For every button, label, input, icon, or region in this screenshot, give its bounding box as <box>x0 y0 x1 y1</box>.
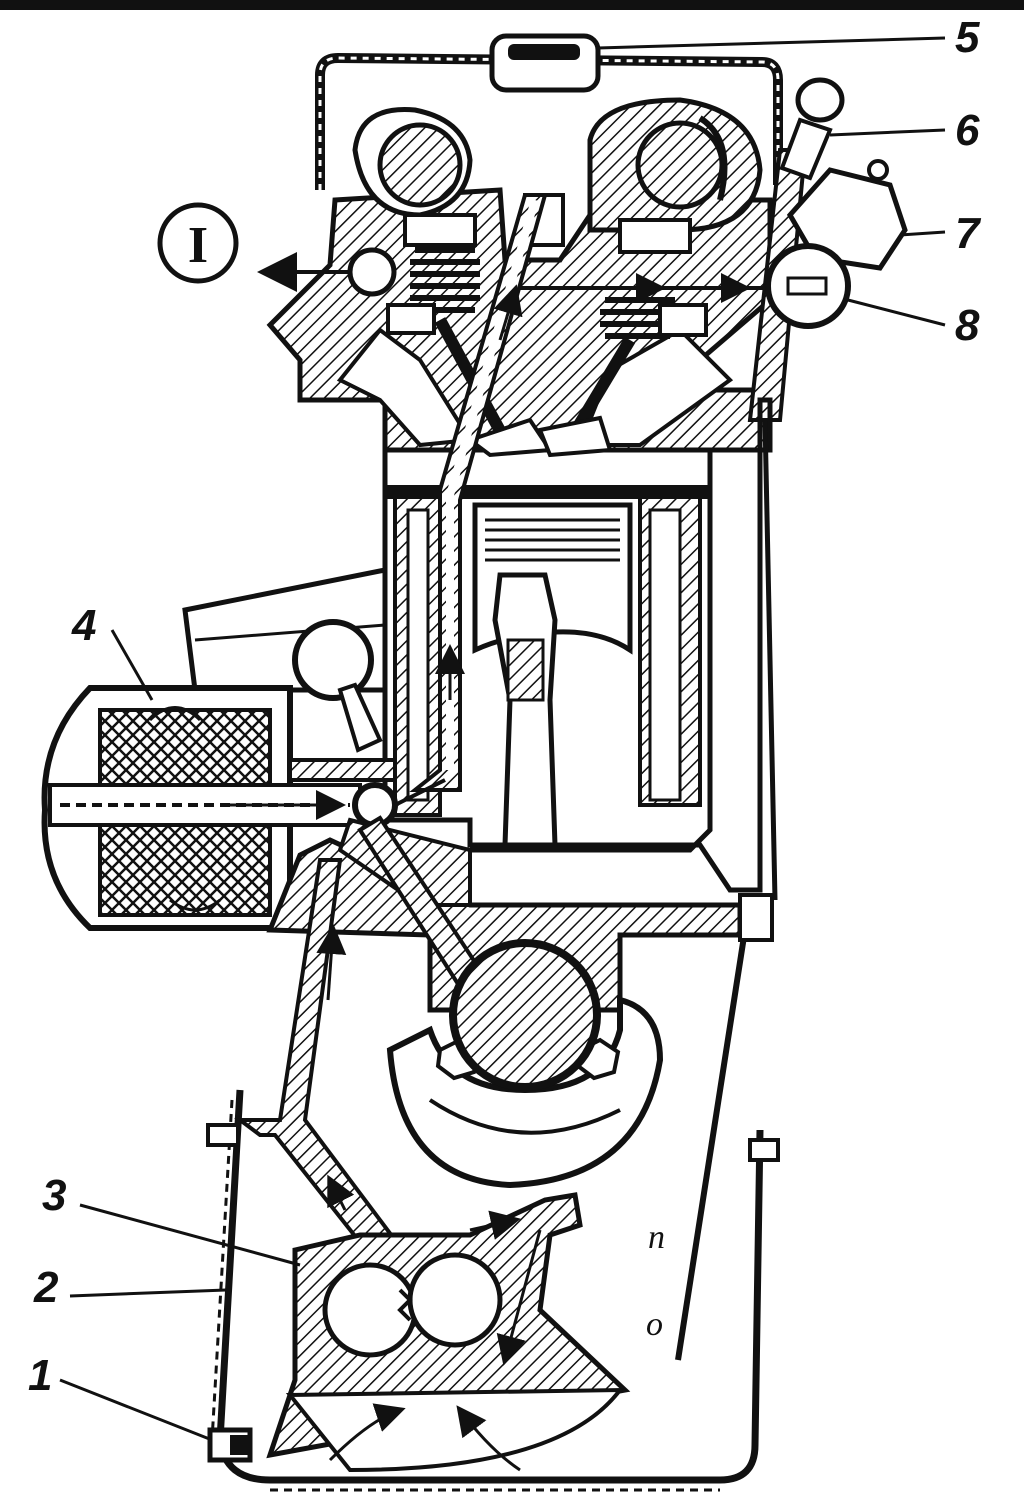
head-check-ball <box>347 247 397 297</box>
block-feed-passage <box>288 758 397 782</box>
head-bracket-right <box>658 303 708 337</box>
callout-1: 1 <box>28 1351 52 1400</box>
callout-8: 8 <box>955 301 980 350</box>
camshaft-exhaust <box>587 97 763 233</box>
intake-valve <box>403 213 554 458</box>
cylinder-block <box>382 397 773 893</box>
callout-7: 7 <box>955 209 982 258</box>
top-border <box>0 0 1024 10</box>
dipstick-mark-upper: п <box>648 1219 665 1256</box>
head-bracket <box>386 303 436 335</box>
bypass-valve <box>292 619 383 753</box>
pump-delivery-pipe <box>234 858 398 1258</box>
callout-5: 5 <box>955 13 980 62</box>
exhaust-valve <box>537 218 692 458</box>
callout-2: 2 <box>33 1263 59 1312</box>
dipstick-mark-lower: о <box>646 1306 663 1343</box>
callout-3: 3 <box>42 1171 66 1220</box>
oil-pressure-switch <box>765 243 851 329</box>
junction-to-block <box>394 778 446 807</box>
view-marker-label: I <box>188 217 208 274</box>
callout-6: 6 <box>955 106 980 155</box>
dipstick <box>675 419 778 1361</box>
crankshaft-journal <box>449 939 601 1091</box>
oil-filter <box>41 685 362 931</box>
connecting-rod <box>492 572 558 848</box>
view-marker: I <box>157 202 239 284</box>
oil-filler-cap <box>489 33 601 93</box>
callout-leaders <box>59 36 946 1442</box>
camshaft-intake <box>352 107 473 218</box>
callout-4: 4 <box>71 601 96 650</box>
oil-pump <box>266 1192 631 1473</box>
drain-plug <box>207 1427 253 1463</box>
main-to-head-oil-channel <box>409 193 548 792</box>
